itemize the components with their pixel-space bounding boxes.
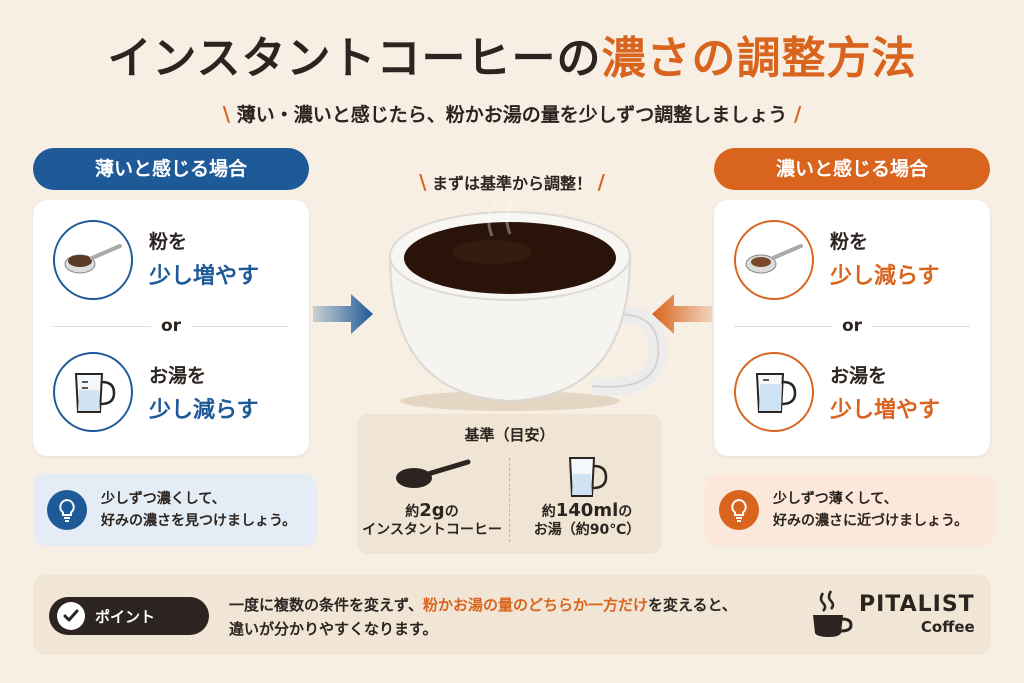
left-tip-line2: 好みの濃さを見つけましょう。 <box>101 513 297 529</box>
center-callout: \ まずは基準から調整！ / <box>380 170 644 194</box>
brand-logo-icon <box>809 589 855 645</box>
standard-water: 約140mlの お湯（約90℃） <box>512 454 662 539</box>
left-or-label: or <box>160 316 182 336</box>
measuring-cup-small-icon <box>512 454 662 502</box>
arrow-left-icon <box>650 292 712 340</box>
subtitle: \ 薄い・濃いと感じたら、粉かお湯の量を少しずつ調整しましょう / <box>0 100 1024 127</box>
standard-box: 基準（目安） 約2gの インスタントコーヒー 約140mlの お湯（約90℃） <box>357 414 662 554</box>
standard-powder: 約2gの インスタントコーヒー <box>357 454 507 539</box>
right-option-2: お湯を 少し増やす <box>830 360 940 424</box>
coffee-cup-image <box>372 196 672 420</box>
standard-powder-label: インスタントコーヒー <box>362 522 502 538</box>
standard-powder-amount: 約2gの <box>357 502 507 521</box>
water-amount-value: 140ml <box>555 500 619 521</box>
left-or-divider: or <box>53 316 290 336</box>
left-header: 薄いと感じる場合 <box>33 148 309 190</box>
powder-amount-prefix: 約 <box>405 504 420 520</box>
point-bar: ポイント 一度に複数の条件を変えず、粉かお湯の量のどちらか一方だけを変えると、 … <box>33 575 991 655</box>
left-tip: 少しずつ濃くして、 好みの濃さを見つけましょう。 <box>33 474 317 546</box>
powder-amount-suffix: の <box>444 504 459 520</box>
spark-right-icon: / <box>793 102 802 126</box>
right-card: 粉を 少し減らす or お湯を 少し増やす <box>714 200 990 456</box>
point-text-a: 一度に複数の条件を変えず、 <box>229 596 423 614</box>
left-option-1-line1: 粉を <box>149 231 188 253</box>
measuring-cup-icon <box>53 352 133 432</box>
right-tip-line1: 少しずつ薄くして、 <box>773 491 898 507</box>
left-option-1-line2: 少し増やす <box>149 264 260 289</box>
powder-amount-value: 2g <box>419 500 445 521</box>
lightbulb-icon <box>719 490 759 530</box>
right-option-2-line2: 少し増やす <box>830 398 941 423</box>
right-option-1-line2: 少し減らす <box>830 264 940 289</box>
right-or-divider: or <box>734 316 971 336</box>
point-text-line2: 違いが分かりやすくなります。 <box>229 620 438 638</box>
callout-spark-left-icon: \ <box>419 170 427 194</box>
right-or-label: or <box>841 316 863 336</box>
brand: PITALIST Coffee <box>859 593 975 637</box>
left-tip-text: 少しずつ濃くして、 好みの濃さを見つけましょう。 <box>101 488 296 532</box>
water-amount-prefix: 約 <box>541 504 556 520</box>
point-text-b: を変えると、 <box>647 596 737 614</box>
subtitle-text: 薄い・濃いと感じたら、粉かお湯の量を少しずつ調整しましょう <box>236 104 788 126</box>
spoon-powder-icon <box>53 220 133 300</box>
right-tip: 少しずつ薄くして、 好みの濃さに近づけましょう。 <box>705 474 995 546</box>
left-option-2-line2: 少し減らす <box>149 398 259 423</box>
standard-divider <box>509 458 510 542</box>
point-text-highlight: 粉かお湯の量のどちらか一方だけ <box>422 596 648 614</box>
brand-sub: Coffee <box>920 618 975 636</box>
right-option-2-line1: お湯を <box>830 365 888 387</box>
right-tip-text: 少しずつ薄くして、 好みの濃さに近づけましょう。 <box>773 488 968 532</box>
right-option-1: 粉を 少し減らす <box>830 226 940 290</box>
left-tip-line1: 少しずつ濃くして、 <box>101 491 226 507</box>
left-option-1: 粉を 少し増やす <box>149 226 259 290</box>
right-option-1-line1: 粉を <box>830 231 869 253</box>
standard-water-amount: 約140mlの <box>512 502 662 521</box>
page-title: インスタントコーヒーの濃さの調整方法 <box>0 22 1024 86</box>
spoon-powder-icon <box>734 220 814 300</box>
left-option-2: お湯を 少し減らす <box>149 360 259 424</box>
point-text: 一度に複数の条件を変えず、粉かお湯の量のどちらか一方だけを変えると、 違いが分か… <box>229 593 737 641</box>
check-icon <box>57 602 85 630</box>
standard-title: 基準（目安） <box>464 426 555 444</box>
title-part-2: 濃さの調整方法 <box>601 33 917 84</box>
arrow-right-icon <box>313 292 375 340</box>
left-card: 粉を 少し増やす or お湯を 少し減らす <box>33 200 309 456</box>
callout-spark-right-icon: / <box>597 170 605 194</box>
center-callout-text: まずは基準から調整！ <box>431 174 592 193</box>
point-label: ポイント <box>95 607 156 626</box>
teaspoon-icon <box>357 454 507 502</box>
title-part-1: インスタントコーヒーの <box>107 33 602 84</box>
lightbulb-icon <box>47 490 87 530</box>
standard-water-label: お湯（約90℃） <box>533 522 641 538</box>
right-tip-line2: 好みの濃さに近づけましょう。 <box>773 513 969 529</box>
left-option-2-line1: お湯を <box>149 365 207 387</box>
brand-name: PITALIST <box>859 592 975 617</box>
water-amount-suffix: の <box>618 504 633 520</box>
measuring-cup-icon <box>734 352 814 432</box>
spark-left-icon: \ <box>222 102 231 126</box>
point-badge: ポイント <box>49 597 209 635</box>
right-header: 濃いと感じる場合 <box>714 148 990 190</box>
